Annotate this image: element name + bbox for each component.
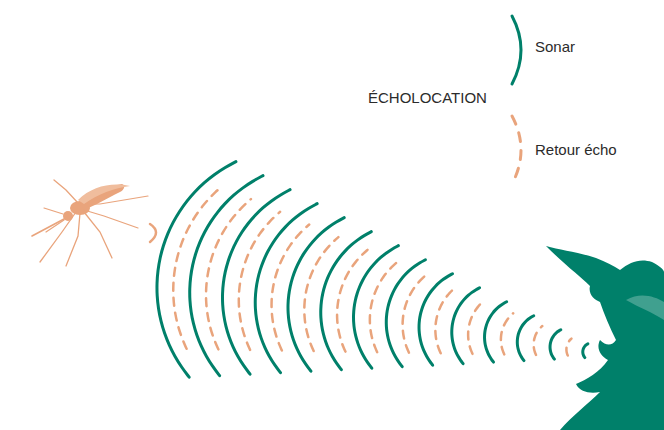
echo-wave <box>272 224 310 350</box>
echo-wave <box>370 263 397 353</box>
sound-waves <box>150 162 588 378</box>
sonar-wave <box>583 344 588 358</box>
legend-title: ÉCHOLOCATION <box>368 89 487 107</box>
echo-wave <box>468 301 484 354</box>
echo-wave <box>206 199 251 349</box>
mosquito <box>32 180 148 266</box>
legend-label: Sonar <box>535 38 575 56</box>
bat-ear-detail <box>626 296 664 320</box>
sonar-wave <box>157 162 236 378</box>
sonar-wave <box>550 330 561 359</box>
sonar-wave <box>517 316 533 361</box>
sonar-wave <box>452 288 480 364</box>
echo-return <box>150 224 156 242</box>
echo-wave <box>566 339 571 356</box>
sonar-wave <box>190 176 263 376</box>
legend-label: Retour écho <box>535 141 617 159</box>
echo-sample <box>512 116 521 184</box>
echo-wave <box>173 186 222 348</box>
echo-wave <box>501 313 513 354</box>
echo-wave <box>435 288 455 353</box>
echo-wave <box>534 326 543 355</box>
sonar-sample <box>512 16 521 84</box>
sonar-wave <box>321 232 372 370</box>
bat-silhouette <box>546 246 664 430</box>
echo-wave <box>337 250 367 352</box>
echo-wave <box>304 237 338 351</box>
echo-wave <box>403 275 426 353</box>
sonar-wave <box>288 218 344 372</box>
